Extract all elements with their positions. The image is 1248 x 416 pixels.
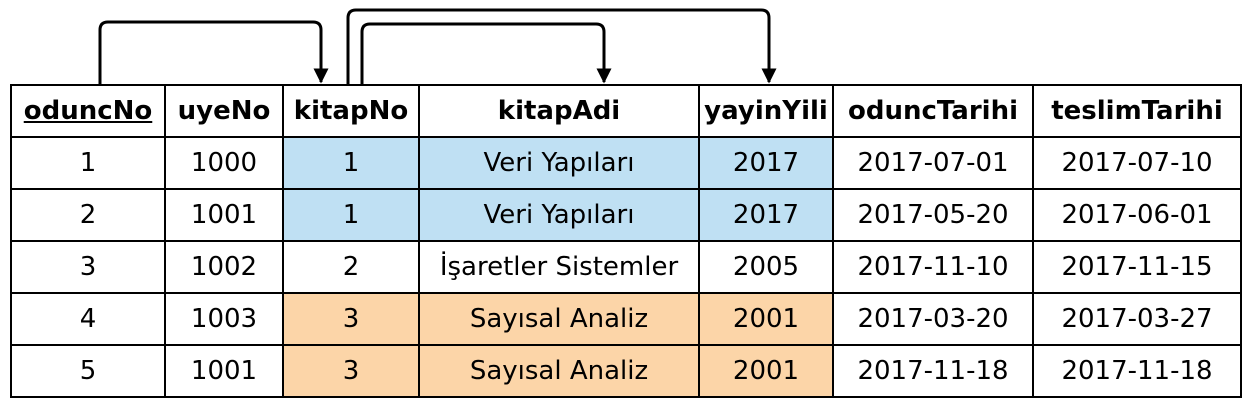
- cell-kitapadi: Sayısal Analiz: [418, 344, 700, 398]
- column-header-oduncno: oduncNo: [10, 84, 166, 138]
- header-row: oduncNo uyeNo kitapNo kitapAdi yayinYili odun…: [10, 84, 1242, 138]
- cell-kitapno: 1: [282, 188, 420, 242]
- column-header-odunctarihi: oduncTarihi: [832, 84, 1034, 138]
- cell-teslimtarihi: 2017-11-15: [1032, 240, 1242, 294]
- cell-yayinyili: 2001: [698, 344, 834, 398]
- column-header-label: kitapNo: [293, 96, 409, 126]
- column-header-teslimtarihi: teslimTarihi: [1032, 84, 1242, 138]
- cell-odunctarihi: 2017-11-10: [832, 240, 1034, 294]
- cell-oduncno: 4: [10, 292, 166, 346]
- cell-uyeno: 1001: [164, 344, 284, 398]
- column-header-label: yayinYili: [704, 96, 828, 126]
- cell-odunctarihi: 2017-05-20: [832, 188, 1034, 242]
- column-header-label: kitapAdi: [497, 96, 621, 126]
- column-header-label: oduncNo: [23, 96, 153, 126]
- cell-oduncno: 5: [10, 344, 166, 398]
- cell-yayinyili: 2001: [698, 292, 834, 346]
- cell-kitapno: 3: [282, 292, 420, 346]
- cell-teslimtarihi: 2017-07-10: [1032, 136, 1242, 190]
- cell-oduncno: 3: [10, 240, 166, 294]
- cell-yayinyili: 2017: [698, 136, 834, 190]
- cell-odunctarihi: 2017-07-01: [832, 136, 1034, 190]
- cell-oduncno: 1: [10, 136, 166, 190]
- cell-teslimtarihi: 2017-11-18: [1032, 344, 1242, 398]
- column-header-label: uyeNo: [177, 96, 271, 126]
- column-header-uyeno: uyeNo: [164, 84, 284, 138]
- arrow-oduncno-to-kitapno: [98, 20, 329, 84]
- cell-yayinyili: 2017: [698, 188, 834, 242]
- cell-uyeno: 1001: [164, 188, 284, 242]
- cell-teslimtarihi: 2017-03-27: [1032, 292, 1242, 346]
- column-header-kitapadi: kitapAdi: [418, 84, 700, 138]
- cell-uyeno: 1000: [164, 136, 284, 190]
- dependency-arrows: [98, 8, 777, 84]
- cell-uyeno: 1002: [164, 240, 284, 294]
- arrow-kitapno-to-kitapadi: [360, 22, 612, 84]
- arrow-kitapno-to-yayinyili: [346, 8, 777, 84]
- lending-table: oduncNo uyeNo kitapNo kitapAdi yayinYili odun…: [10, 84, 1242, 398]
- column-header-kitapno: kitapNo: [282, 84, 420, 138]
- cell-teslimtarihi: 2017-06-01: [1032, 188, 1242, 242]
- cell-kitapadi: Veri Yapıları: [418, 188, 700, 242]
- cell-kitapno: 2: [282, 240, 420, 294]
- cell-kitapadi: Sayısal Analiz: [418, 292, 700, 346]
- cell-kitapadi: İşaretler Sistemler: [418, 240, 700, 294]
- cell-oduncno: 2: [10, 188, 166, 242]
- cell-kitapadi: Veri Yapıları: [418, 136, 700, 190]
- column-header-label: oduncTarihi: [848, 96, 1018, 126]
- column-header-yayinyili: yayinYili: [698, 84, 834, 138]
- cell-odunctarihi: 2017-03-20: [832, 292, 1034, 346]
- cell-kitapno: 3: [282, 344, 420, 398]
- cell-kitapno: 1: [282, 136, 420, 190]
- column-header-label: teslimTarihi: [1051, 96, 1223, 126]
- cell-uyeno: 1003: [164, 292, 284, 346]
- cell-yayinyili: 2005: [698, 240, 834, 294]
- cell-odunctarihi: 2017-11-18: [832, 344, 1034, 398]
